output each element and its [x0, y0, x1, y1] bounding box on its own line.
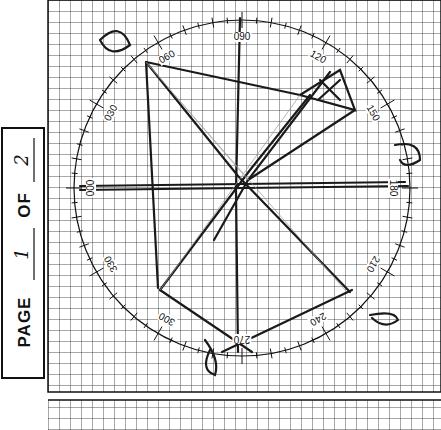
tick-mark [170, 338, 173, 343]
plot-lines [80, 18, 420, 375]
page-label: PAGE [16, 297, 33, 348]
tick-mark [401, 231, 407, 233]
tick-mark [144, 323, 147, 328]
bearing-label: 180 [388, 179, 398, 198]
tick-mark [72, 173, 78, 175]
tick-mark [154, 36, 162, 50]
tick-mark [109, 293, 117, 299]
tick-mark [406, 173, 412, 175]
tick-mark [403, 158, 413, 160]
bearing-label: 270 [233, 334, 252, 344]
grid-strip [48, 400, 441, 430]
tick-mark [285, 23, 287, 29]
tick-mark [337, 323, 340, 328]
page-number: 1 [13, 248, 31, 259]
tick-mark [359, 305, 363, 309]
tick-mark [72, 158, 82, 160]
tick-mark [377, 283, 382, 286]
tick-mark [198, 23, 200, 29]
tick-mark [183, 25, 186, 34]
tick-mark [392, 258, 397, 261]
tick-mark [395, 244, 404, 247]
page-box [2, 128, 44, 378]
tick-mark [270, 18, 272, 28]
tick-mark [109, 77, 117, 83]
tick-mark [377, 90, 382, 93]
tick-mark [77, 144, 83, 146]
tick-mark [170, 33, 173, 38]
tick-mark [242, 12, 243, 28]
page-label: OF [16, 192, 33, 218]
tick-mark [183, 341, 186, 350]
tick-mark [312, 33, 315, 38]
tick-mark [367, 293, 375, 299]
bearing-label: 000 [86, 179, 96, 198]
tick-mark [227, 352, 229, 358]
tick-mark [256, 18, 258, 24]
tick-mark [90, 100, 104, 108]
page-total: 2 [13, 154, 31, 165]
tick-mark [256, 352, 258, 358]
tick-mark [337, 48, 340, 53]
bearing-label: 090 [233, 32, 252, 42]
tick-mark [154, 327, 162, 341]
tick-mark [102, 90, 107, 93]
tick-mark [242, 348, 243, 364]
tick-mark [395, 129, 404, 132]
tick-mark [212, 18, 214, 28]
tick-mark [347, 55, 353, 63]
tick-mark [298, 341, 301, 350]
tick-mark [312, 338, 315, 343]
tick-mark [227, 18, 229, 24]
tick-mark [72, 202, 78, 204]
tick-mark [144, 48, 147, 53]
tick-mark [131, 313, 137, 321]
compass-circle [74, 20, 410, 356]
tick-mark [367, 77, 375, 83]
tick-mark [102, 283, 107, 286]
tick-mark [121, 305, 125, 309]
tick-mark [402, 188, 418, 189]
grid-paper [48, 0, 441, 392]
tick-mark [79, 244, 88, 247]
tick-mark [285, 347, 287, 353]
tick-mark [359, 67, 363, 71]
tick-mark [322, 327, 330, 341]
tick-mark [77, 231, 83, 233]
tick-mark [72, 216, 82, 218]
tick-mark [392, 116, 397, 119]
tick-mark [270, 349, 272, 359]
tick-mark [381, 100, 395, 108]
tick-mark [87, 116, 92, 119]
tick-mark [66, 188, 82, 189]
tick-mark [131, 55, 137, 63]
tick-mark [79, 129, 88, 132]
tick-mark [298, 25, 301, 34]
tick-mark [381, 268, 395, 276]
tick-mark [406, 202, 412, 204]
tick-mark [87, 258, 92, 261]
tick-mark [347, 313, 353, 321]
tick-mark [322, 36, 330, 50]
tick-mark [121, 67, 125, 71]
tick-mark [198, 347, 200, 353]
tick-mark [90, 268, 104, 276]
tick-mark [403, 216, 413, 218]
